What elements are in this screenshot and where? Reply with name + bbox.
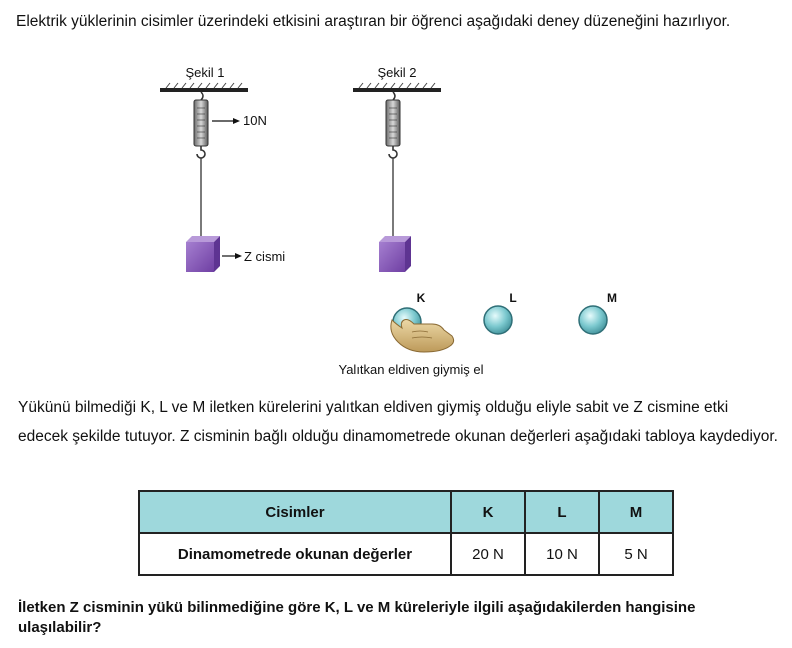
glove-caption: Yalıtkan eldiven giymiş el [339,362,484,377]
force-arrow [212,118,240,124]
fig2-ceiling [353,82,441,92]
fig2-title: Şekil 2 [377,65,416,80]
sphere-l-label: L [509,291,516,305]
header-cell-m: M [598,490,674,534]
fig1-title: Şekil 1 [185,65,224,80]
object-label: Z cismi [244,249,285,264]
header-cell-l: L [524,490,600,534]
sphere-m [578,305,608,335]
description-paragraph: Yükünü bilmediği K, L ve M iletken kürel… [18,399,778,445]
value-cell-k: 20 N [450,532,526,576]
fig1-ceiling [160,82,248,92]
z-object-cube [186,236,220,272]
question-text: İletken Z cisminin yükü bilinmediğine gö… [18,599,696,636]
sphere-m-label: M [607,291,617,305]
sphere-l [483,305,513,335]
row-label-cell: Dinamometrede okunan değerler [138,532,452,576]
z-object-cube-fig2 [379,236,411,272]
fig1-dynamometer [193,91,209,238]
force-label: 10N [243,113,267,128]
intro-text: Elektrik yüklerinin cisimler üzerindeki … [16,13,731,30]
sphere-k-label: K [417,291,426,305]
header-cell-k: K [450,490,526,534]
object-arrow [222,253,242,259]
header-cell-objects: Cisimler [138,490,452,534]
value-cell-m: 5 N [598,532,674,576]
results-table: Cisimler K L M Dinamometrede okunan değe… [138,490,674,576]
glove-hand [390,319,455,353]
fig2-dynamometer [385,91,401,238]
table-row: Dinamometrede okunan değerler 20 N 10 N … [138,532,674,576]
table-header-row: Cisimler K L M [138,490,674,534]
experiment-figure: Şekil 1 10N Z cismi Şeki [160,65,617,377]
value-cell-l: 10 N [524,532,600,576]
